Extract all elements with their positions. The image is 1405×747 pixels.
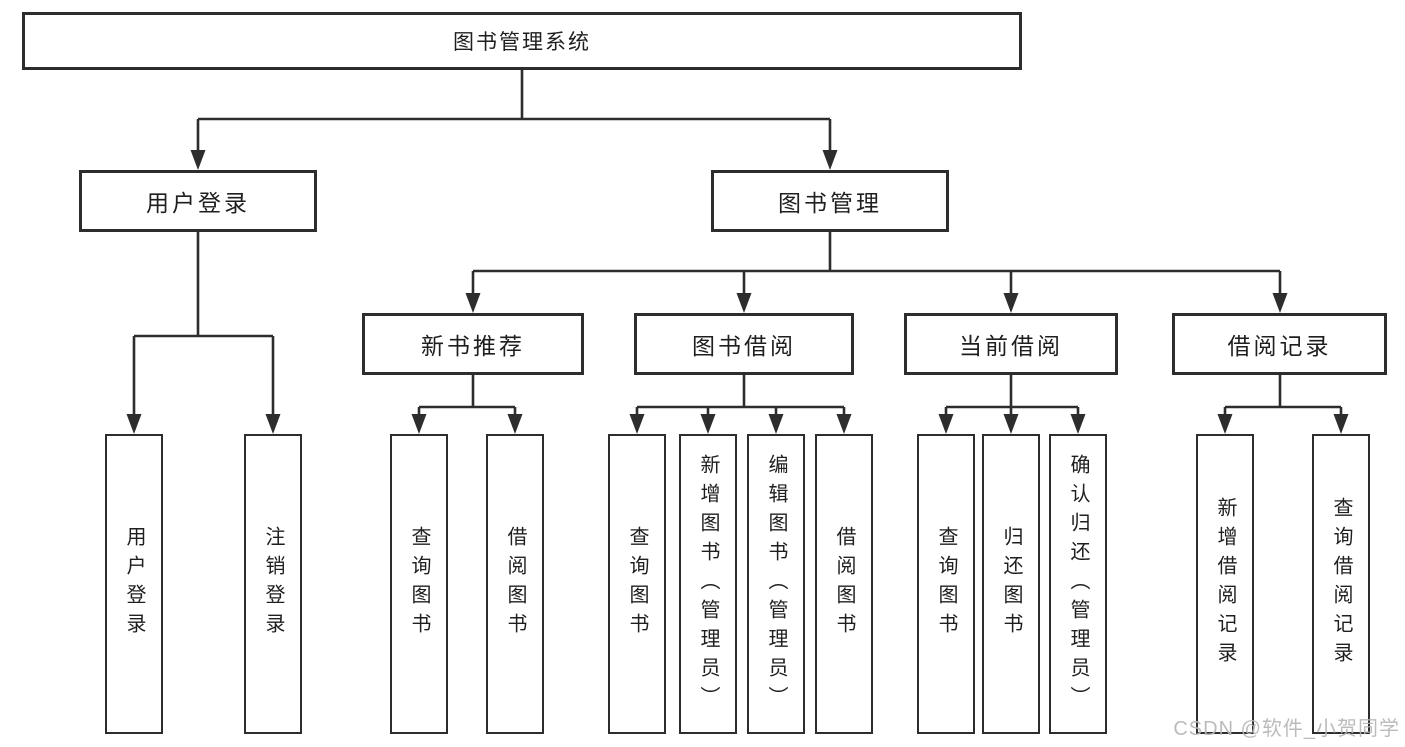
- node-label: 归还图书: [1000, 526, 1022, 642]
- leaf-query-borrow-record: 查询借阅记录: [1312, 434, 1370, 734]
- leaf-query-books-borrowing: 查询图书: [608, 434, 666, 734]
- arrow-down-icon: [1003, 293, 1019, 313]
- leaf-logout: 注销登录: [244, 434, 302, 734]
- node-label: 新增借阅记录: [1214, 497, 1236, 671]
- node-current-borrowing: 当前借阅: [904, 313, 1118, 375]
- arrow-down-icon: [1333, 414, 1349, 434]
- arrow-down-icon: [700, 414, 716, 434]
- arrow-down-icon: [1003, 414, 1019, 434]
- node-label: 借阅图书: [504, 526, 526, 642]
- connector-root-to-level1: [196, 70, 832, 152]
- arrow-down-icon: [736, 293, 752, 313]
- arrow-down-icon: [1217, 414, 1233, 434]
- connector-new-book-to-leaves: [417, 375, 517, 418]
- arrow-down-icon: [190, 150, 206, 170]
- leaf-confirm-return-admin: 确认归还（管理员）: [1049, 434, 1107, 734]
- node-label: 图书借阅: [692, 333, 796, 359]
- arrow-down-icon: [629, 414, 645, 434]
- arrow-down-icon: [465, 293, 481, 313]
- node-label: 借阅记录: [1227, 333, 1332, 359]
- leaf-query-books-current: 查询图书: [917, 434, 975, 734]
- arrow-down-icon: [507, 414, 523, 434]
- leaf-add-books-admin: 新增图书（管理员）: [679, 434, 737, 734]
- arrow-down-icon: [126, 414, 142, 434]
- node-user-login-branch: 用户登录: [79, 170, 317, 232]
- node-label: 确认归还（管理员）: [1067, 453, 1089, 715]
- leaf-query-books-recommend: 查询图书: [390, 434, 448, 734]
- node-label: 查询图书: [408, 526, 430, 642]
- arrow-down-icon: [265, 414, 281, 434]
- leaf-user-login: 用户登录: [105, 434, 163, 734]
- node-label: 新增图书（管理员）: [697, 453, 719, 715]
- node-label: 图书管理: [778, 190, 882, 216]
- arrowheads: [126, 150, 1349, 434]
- connector-book-management-to-level2: [471, 232, 1282, 295]
- arrow-down-icon: [938, 414, 954, 434]
- node-label: 图书管理系统: [453, 31, 591, 54]
- arrow-down-icon: [411, 414, 427, 434]
- node-new-book-recommendation: 新书推荐: [362, 313, 584, 375]
- leaf-edit-books-admin: 编辑图书（管理员）: [747, 434, 805, 734]
- node-library-management-system: 图书管理系统: [22, 12, 1022, 70]
- node-label: 借阅图书: [833, 526, 855, 642]
- node-label: 用户登录: [123, 526, 145, 642]
- node-label: 用户登录: [146, 190, 250, 216]
- arrow-down-icon: [836, 414, 852, 434]
- leaf-add-borrow-record: 新增借阅记录: [1196, 434, 1254, 734]
- node-label: 新书推荐: [421, 333, 525, 359]
- csdn-watermark: CSDN @软件_小贺同学: [1173, 718, 1400, 740]
- arrow-down-icon: [1272, 293, 1288, 313]
- arrow-down-icon: [822, 150, 838, 170]
- arrow-down-icon: [768, 414, 784, 434]
- node-label: 编辑图书（管理员）: [765, 453, 787, 715]
- connector-user-login-to-leaves: [132, 232, 275, 416]
- node-label: 注销登录: [262, 526, 284, 642]
- leaf-return-books: 归还图书: [982, 434, 1040, 734]
- leaf-borrow-books: 借阅图书: [815, 434, 873, 734]
- node-book-borrowing: 图书借阅: [634, 313, 854, 375]
- leaf-borrow-books-recommend: 借阅图书: [486, 434, 544, 734]
- node-label: 查询借阅记录: [1330, 497, 1352, 671]
- arrow-down-icon: [1070, 414, 1086, 434]
- node-borrowing-records: 借阅记录: [1172, 313, 1387, 375]
- node-label: 查询图书: [935, 526, 957, 642]
- connector-borrow-records-to-leaves: [1223, 375, 1343, 418]
- connector-book-borrowing-to-leaves: [635, 375, 846, 418]
- node-label: 查询图书: [626, 526, 648, 642]
- node-book-management-branch: 图书管理: [711, 170, 949, 232]
- node-label: 当前借阅: [959, 333, 1063, 359]
- connector-current-borrowing-to-leaves: [944, 375, 1080, 418]
